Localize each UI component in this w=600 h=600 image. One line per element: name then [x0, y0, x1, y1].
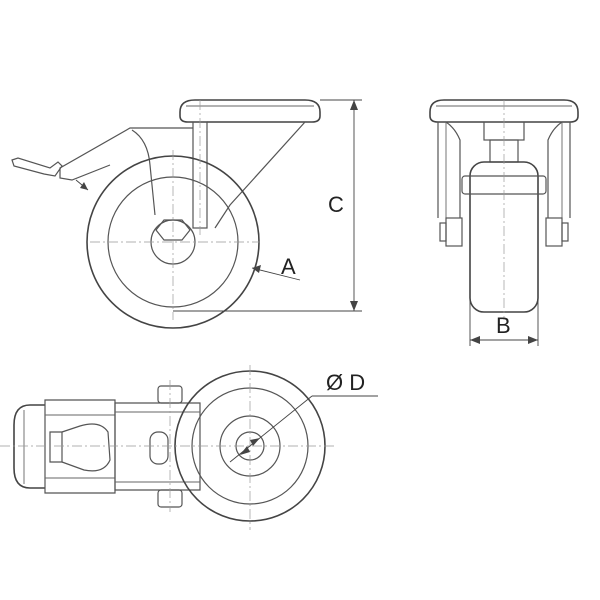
leader-a — [251, 267, 301, 281]
front-view: B — [429, 99, 579, 346]
side-view: A C — [11, 99, 362, 329]
side-top-plate — [179, 99, 321, 123]
top-brake-pad — [13, 404, 45, 489]
dim-c-arrow-bottom — [350, 301, 358, 311]
leader-a-arrow — [252, 265, 261, 273]
side-fork-bracket — [59, 121, 307, 229]
dim-b-arrow-left — [470, 336, 480, 344]
front-top-plate — [429, 99, 579, 123]
top-brake-hook — [61, 423, 111, 472]
label-c: C — [328, 192, 344, 217]
leader-a-tail-arrow — [80, 182, 88, 190]
dim-c-arrow-top — [350, 100, 358, 110]
front-bolt-left — [445, 217, 463, 247]
side-fork-leg — [131, 129, 156, 216]
label-d: Ø D — [326, 370, 365, 395]
dim-d-arrow-a — [240, 446, 250, 455]
side-axle-nut — [155, 219, 191, 241]
front-nut-left — [439, 222, 447, 242]
label-a: A — [281, 254, 296, 279]
top-center-block — [114, 402, 201, 491]
front-nut-right — [561, 222, 569, 242]
front-fork-outer — [437, 122, 571, 218]
side-brake-pedal — [11, 157, 63, 177]
dim-d-arrow-b — [250, 438, 260, 446]
front-fork-shoulder — [445, 121, 563, 218]
top-view: Ø D — [0, 365, 378, 530]
top-center-slot — [149, 431, 169, 465]
dim-b-arrow-right — [528, 336, 538, 344]
front-bolt-right — [545, 217, 563, 247]
label-b: B — [496, 313, 511, 338]
top-brake-lever — [49, 431, 63, 463]
top-body-outline — [44, 399, 116, 494]
front-fork-inner — [445, 122, 563, 218]
